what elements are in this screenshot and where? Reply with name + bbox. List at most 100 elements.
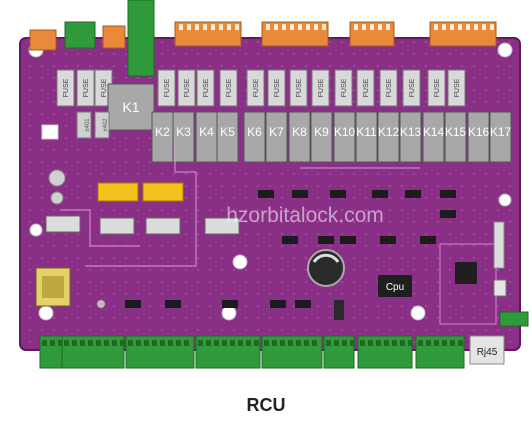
pin bbox=[274, 24, 278, 30]
fuse-label: FUSE bbox=[434, 78, 441, 97]
pin bbox=[290, 24, 294, 30]
terminal-slot bbox=[184, 340, 189, 346]
terminal-slot bbox=[426, 340, 431, 346]
fuse bbox=[76, 69, 95, 107]
ic-chip bbox=[405, 190, 421, 198]
fuse-label: FUSE bbox=[318, 78, 325, 97]
terminal-slot bbox=[246, 340, 251, 346]
usb-port bbox=[493, 279, 507, 297]
pin bbox=[450, 24, 454, 30]
terminal-slot bbox=[458, 340, 463, 346]
terminal-slot bbox=[450, 340, 455, 346]
relay-label: K6 bbox=[247, 125, 262, 139]
terminal-slot bbox=[104, 340, 109, 346]
terminal-slot bbox=[206, 340, 211, 346]
main-relay bbox=[107, 83, 155, 131]
terminal-slot bbox=[160, 340, 165, 346]
relay-label: K11 bbox=[356, 125, 377, 139]
relay-label: K14 bbox=[423, 125, 445, 139]
fuse-label: FUSE bbox=[63, 78, 70, 97]
pin bbox=[179, 24, 183, 30]
fuse-label: FUSE bbox=[184, 78, 191, 97]
relay bbox=[355, 111, 378, 163]
pin bbox=[227, 24, 231, 30]
terminal-slot bbox=[168, 340, 173, 346]
terminal-slot bbox=[384, 340, 389, 346]
terminal-slot bbox=[280, 340, 285, 346]
terminal-slot bbox=[442, 340, 447, 346]
fuse bbox=[56, 69, 75, 107]
terminal-slot bbox=[58, 340, 63, 346]
terminal-slot bbox=[400, 340, 405, 346]
relay bbox=[265, 111, 288, 163]
fuse bbox=[402, 69, 421, 107]
pin bbox=[386, 24, 390, 30]
traces bbox=[60, 138, 420, 267]
ic-chip bbox=[292, 190, 308, 198]
relay-label: K3 bbox=[176, 125, 191, 139]
terminal-slot bbox=[342, 340, 347, 346]
fuse bbox=[267, 69, 286, 107]
pin bbox=[298, 24, 302, 30]
relay bbox=[399, 111, 422, 163]
relay bbox=[243, 111, 266, 163]
pin bbox=[282, 24, 286, 30]
terminal-slot bbox=[360, 340, 365, 346]
relay bbox=[333, 111, 356, 163]
pin bbox=[211, 24, 215, 30]
terminal-slot bbox=[176, 340, 181, 346]
fuse-label: FUSE bbox=[101, 78, 108, 97]
fuse bbox=[427, 69, 446, 107]
terminal-slot bbox=[198, 340, 203, 346]
fuse bbox=[311, 69, 330, 107]
fuse bbox=[157, 69, 176, 107]
terminal-slot bbox=[88, 340, 93, 346]
side-connector bbox=[499, 311, 529, 327]
fuse-label: FUSE bbox=[386, 78, 393, 97]
relay-label: K12 bbox=[378, 125, 400, 139]
fuse bbox=[379, 69, 398, 107]
relay bbox=[422, 111, 445, 163]
connector-pins bbox=[179, 24, 494, 30]
relay-label: K5 bbox=[220, 125, 235, 139]
relay-label: K15 bbox=[445, 125, 467, 139]
relay bbox=[467, 111, 490, 163]
pin bbox=[187, 24, 191, 30]
terminal-slot bbox=[230, 340, 235, 346]
side-header bbox=[493, 221, 505, 269]
relay bbox=[216, 111, 239, 163]
terminal-slot bbox=[128, 340, 133, 346]
fuse-label: FUSE bbox=[363, 78, 370, 97]
terminal-slot bbox=[264, 340, 269, 346]
terminal-slot bbox=[434, 340, 439, 346]
ic-chip bbox=[258, 190, 274, 198]
fuse bbox=[356, 69, 375, 107]
fuse-label: FUSE bbox=[341, 78, 348, 97]
ic-chip bbox=[340, 236, 356, 244]
rj45-label: Rj45 bbox=[477, 347, 498, 358]
ic-chip bbox=[125, 300, 141, 308]
terminal-slot bbox=[152, 340, 157, 346]
terminal-slot bbox=[376, 340, 381, 346]
pin bbox=[434, 24, 438, 30]
terminal-slot bbox=[408, 340, 413, 346]
pin bbox=[235, 24, 239, 30]
pin bbox=[266, 24, 270, 30]
fuse bbox=[334, 69, 353, 107]
pin bbox=[490, 24, 494, 30]
ic-chip bbox=[282, 236, 298, 244]
terminal-slot bbox=[144, 340, 149, 346]
terminal-block bbox=[415, 335, 465, 369]
capacitors bbox=[48, 169, 345, 320]
ic-chip bbox=[165, 300, 181, 308]
pin bbox=[195, 24, 199, 30]
terminal-slot bbox=[312, 340, 317, 346]
terminal-slot bbox=[288, 340, 293, 346]
terminal-slot bbox=[120, 340, 125, 346]
cpu-label: Cpu bbox=[386, 282, 404, 293]
board-caption: RCU bbox=[246, 395, 286, 415]
pin bbox=[203, 24, 207, 30]
